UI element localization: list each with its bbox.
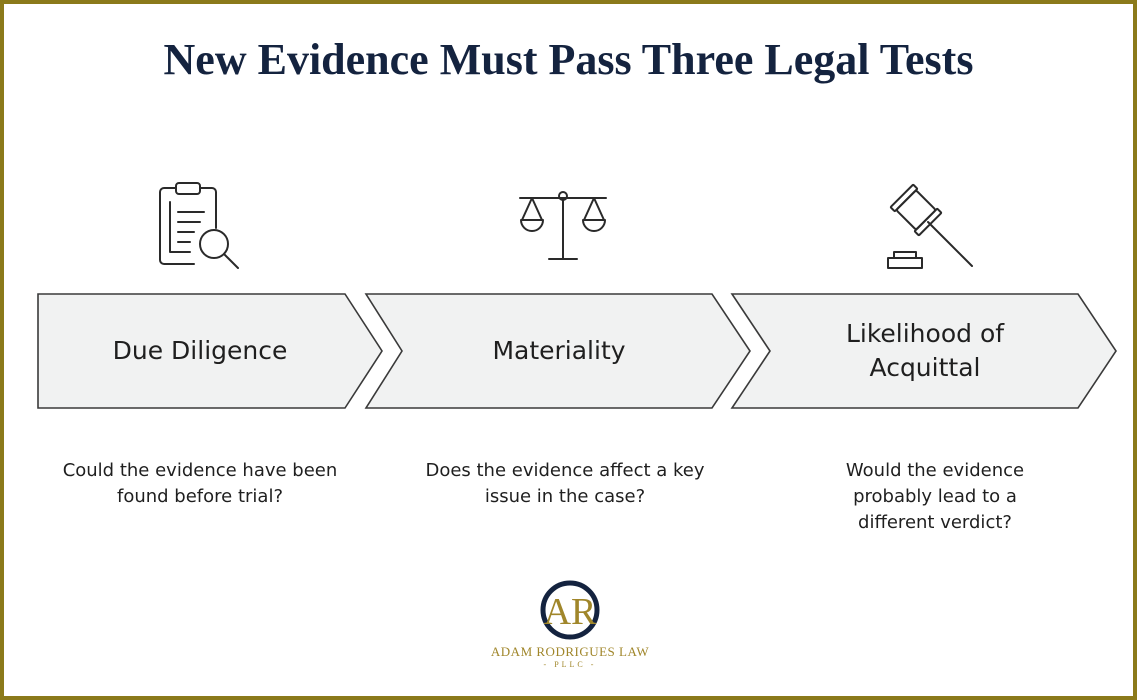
stage-description-likelihood: Would the evidence probably lead to a di… (845, 460, 1025, 533)
firm-monogram-text: AR (544, 591, 597, 633)
firm-name: ADAM RODRIGUES LAW (490, 644, 650, 659)
stage-label-due-diligence: Due Diligence (112, 336, 288, 365)
stage-arrow-due-diligence (37, 293, 383, 409)
stage-description-due-diligence: Could the evidence have been found befor… (62, 460, 338, 507)
stage-label-materiality: Materiality (492, 336, 626, 365)
scales-of-justice-icon (519, 191, 607, 260)
stage-arrow-likelihood (730, 293, 1117, 409)
firm-monogram: AR (540, 580, 600, 640)
firm-suffix: - PLLC - (543, 660, 597, 669)
stage-description-materiality: Does the evidence affect a key issue in … (425, 460, 705, 507)
stage-arrow-materiality (364, 293, 751, 409)
stage-label-likelihood: Likelihood of Acquittal (845, 319, 1005, 382)
page-title: New Evidence Must Pass Three Legal Tests (163, 35, 974, 84)
gavel-icon (887, 183, 973, 269)
clipboard-search-icon (159, 182, 239, 269)
firm-logo: AR ADAM RODRIGUES LAW - PLLC - (480, 580, 660, 680)
